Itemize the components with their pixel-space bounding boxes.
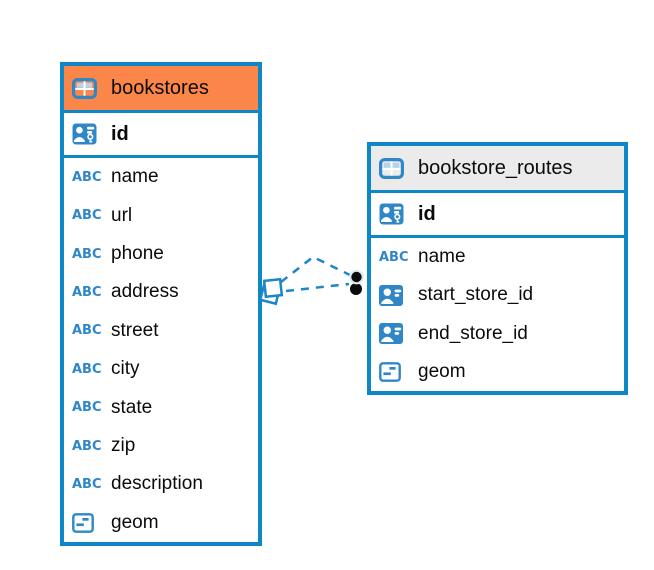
column-name: start_store_id bbox=[418, 284, 534, 306]
column-name: id bbox=[418, 202, 436, 225]
column-name: address bbox=[111, 281, 179, 303]
column-row[interactable]: geom bbox=[371, 352, 624, 391]
foreign-key-person-icon bbox=[379, 323, 409, 345]
relationship-connector[interactable] bbox=[258, 255, 364, 306]
text-type-icon: ABC bbox=[379, 249, 409, 265]
column-name: end_store_id bbox=[418, 322, 528, 344]
relationship-source-marker bbox=[258, 277, 284, 306]
table-title: bookstores bbox=[111, 76, 209, 99]
relationship-line-lower bbox=[285, 282, 350, 293]
column-row[interactable]: ABC zip bbox=[64, 426, 258, 466]
column-row[interactable]: ABC state bbox=[64, 388, 258, 427]
column-name: url bbox=[111, 204, 133, 226]
column-name: id bbox=[111, 122, 129, 145]
column-name: geom bbox=[111, 511, 159, 533]
column-name: city bbox=[111, 358, 140, 380]
column-name: state bbox=[111, 396, 153, 418]
table-bookstore-routes[interactable]: bookstore_routes id ABC name bbox=[367, 142, 628, 395]
column-row-pk[interactable]: id bbox=[64, 113, 258, 158]
column-row[interactable]: ABC name bbox=[64, 158, 258, 197]
column-row[interactable]: ABC address bbox=[64, 273, 258, 312]
table-bookstores[interactable]: bookstores id ABC name ABC bbox=[60, 62, 262, 546]
relationship-line-upper bbox=[280, 255, 353, 283]
column-row[interactable]: ABC phone bbox=[64, 234, 258, 274]
column-row[interactable]: ABC name bbox=[371, 238, 624, 277]
column-name: name bbox=[418, 246, 466, 268]
text-type-icon: ABC bbox=[72, 476, 102, 492]
column-name: zip bbox=[111, 435, 136, 457]
foreign-key-person-icon bbox=[379, 284, 409, 306]
text-type-icon: ABC bbox=[72, 169, 102, 185]
column-name: name bbox=[111, 166, 159, 188]
relationship-target-marker bbox=[349, 269, 364, 295]
geometry-type-icon bbox=[72, 512, 102, 533]
column-row[interactable]: ABC url bbox=[64, 196, 258, 235]
column-name: street bbox=[111, 319, 159, 341]
column-name: description bbox=[111, 473, 203, 495]
table-icon bbox=[72, 77, 102, 99]
text-type-icon: ABC bbox=[72, 246, 102, 262]
primary-key-icon bbox=[379, 203, 409, 225]
primary-key-icon bbox=[72, 123, 102, 145]
column-row[interactable]: geom bbox=[64, 503, 258, 543]
column-row[interactable]: start_store_id bbox=[371, 276, 624, 315]
text-type-icon: ABC bbox=[72, 323, 102, 339]
column-row[interactable]: ABC description bbox=[64, 465, 258, 504]
table-header-bookstore-routes[interactable]: bookstore_routes bbox=[371, 146, 624, 193]
column-row[interactable]: ABC street bbox=[64, 311, 258, 351]
geometry-type-icon bbox=[379, 361, 409, 382]
column-name: phone bbox=[111, 243, 164, 265]
text-type-icon: ABC bbox=[72, 208, 102, 224]
table-icon bbox=[379, 157, 409, 179]
column-row[interactable]: ABC city bbox=[64, 350, 258, 389]
column-row-pk[interactable]: id bbox=[371, 193, 624, 238]
text-type-icon: ABC bbox=[72, 361, 102, 377]
text-type-icon: ABC bbox=[72, 400, 102, 416]
table-title: bookstore_routes bbox=[418, 156, 573, 179]
text-type-icon: ABC bbox=[72, 438, 102, 454]
text-type-icon: ABC bbox=[72, 284, 102, 300]
table-header-bookstores[interactable]: bookstores bbox=[64, 66, 258, 113]
column-row[interactable]: end_store_id bbox=[371, 314, 624, 353]
column-name: geom bbox=[418, 360, 466, 382]
